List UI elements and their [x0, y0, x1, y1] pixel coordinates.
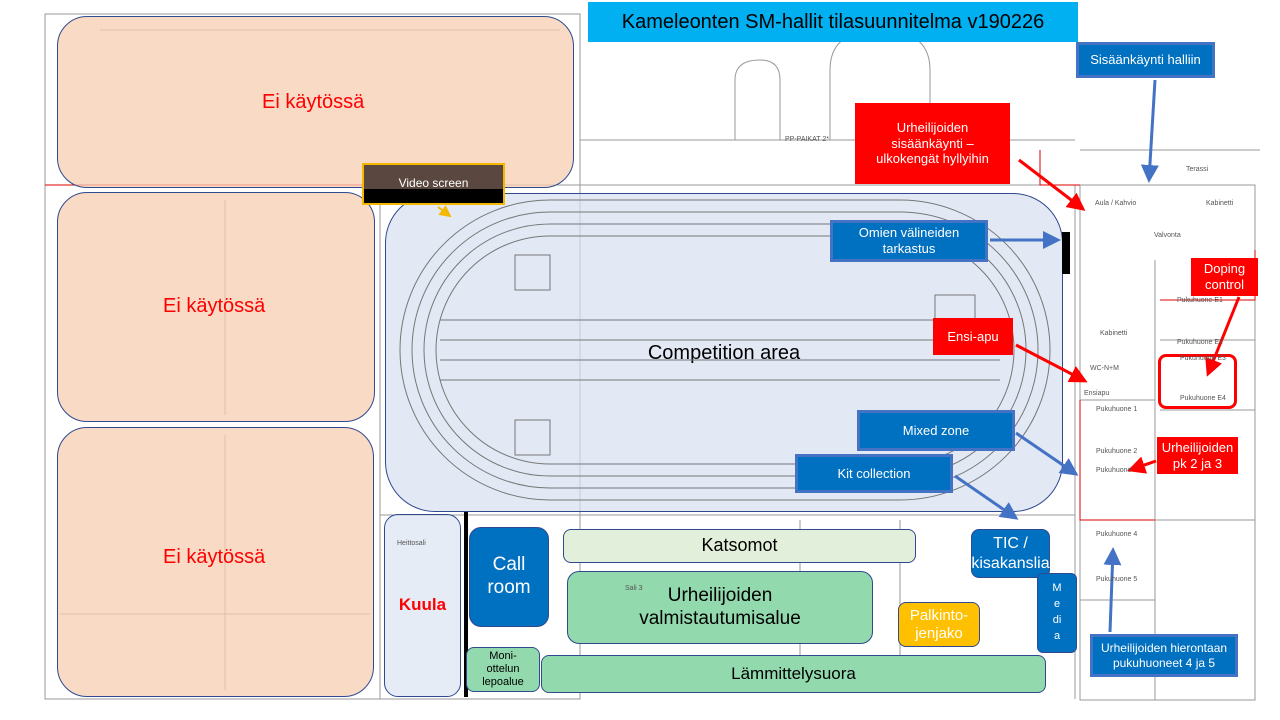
arrow-first-aid: [1015, 343, 1088, 383]
plan-label-e2: Pukuhuone E2: [1177, 339, 1223, 346]
callout-mixed-zone: Mixed zone: [857, 410, 1015, 451]
plan-label-p2: Pukuhuone 2: [1096, 448, 1138, 455]
plan-label-kabinetti: Kabinetti: [1206, 200, 1234, 207]
arrow-mixed-zone: [1015, 431, 1079, 476]
shot-put-area: Kuula: [384, 514, 461, 697]
arrow-kit-collection: [954, 474, 1019, 520]
callout-athlete-lockers: Urheilijoiden pk 2 ja 3: [1157, 437, 1238, 474]
plan-label-e3: Pukuhuone E3: [1180, 355, 1226, 362]
callout-massage-rooms: Urheilijoiden hierontaan pukuhuoneet 4 j…: [1090, 634, 1238, 677]
combined-events-rest: Moni-ottelun lepoalue: [466, 647, 540, 692]
stands: Katsomot: [563, 529, 916, 563]
plan-label-wc: WC-N+M: [1090, 365, 1119, 372]
arrow-doping-control: [1205, 296, 1241, 377]
plan-label-p3: Pukuhuone: [1096, 467, 1132, 474]
check-point-marker: [1062, 232, 1070, 274]
plan-label-valvonta: Valvonta: [1154, 232, 1181, 239]
media-area: Media: [1037, 573, 1077, 653]
unused-label-top: Ei käytössä: [262, 91, 365, 113]
unused-zone-middle: [57, 192, 375, 422]
unused-zone-bottom: [57, 427, 374, 697]
unused-zone-top: [57, 16, 574, 188]
plan-label-e1: Pukuhuone E1: [1177, 297, 1223, 304]
arrow-athletes-entrance: [1018, 158, 1086, 211]
plan-label-p1: Pukuhuone 1: [1096, 406, 1138, 413]
callout-hall-entrance: Sisäänkäynti halliin: [1076, 42, 1215, 78]
callout-kit-collection: Kit collection: [795, 454, 953, 493]
plan-label-parking: PP-PAIKAT 2*: [785, 136, 829, 143]
doping-room-outline: [1158, 354, 1237, 409]
plan-label-e4: Pukuhuone E4: [1180, 395, 1226, 402]
tic-office: TIC / kisakanslia: [971, 529, 1050, 578]
callout-equipment-check: Omien välineiden tarkastus: [830, 220, 988, 262]
unused-label-bottom: Ei käytössä: [163, 546, 266, 568]
plan-label-terassi: Terassi: [1186, 166, 1209, 173]
warmup-straight: Lämmittelysuora: [541, 655, 1046, 693]
plan-label-sali3: Sali 3: [625, 585, 643, 592]
plan-label-ensiapu: Ensiapu: [1084, 390, 1110, 397]
callout-doping-control: Doping control: [1191, 258, 1258, 296]
divider-wall: [464, 512, 468, 697]
callout-first-aid: Ensi-apu: [933, 318, 1013, 355]
call-room: Call room: [469, 527, 549, 627]
plan-label-p4: Pukuhuone 4: [1096, 531, 1138, 538]
arrow-hall-entrance: [1140, 79, 1159, 183]
athlete-prep-area: Urheilijoiden valmistautumisalue: [567, 571, 873, 644]
plan-label-heittosali: Heittosali: [397, 540, 426, 547]
award-ceremony: Palkinto-jenjako: [898, 602, 980, 647]
arrow-video-screen: [437, 205, 452, 218]
callout-athletes-entrance: Urheilijoiden sisäänkäynti – ulkokengät …: [855, 103, 1010, 184]
plan-label-aula: Aula / Kahvio: [1095, 200, 1137, 207]
video-screen-bar: [364, 189, 503, 203]
plan-label-kabinetti2: Kabinetti: [1100, 330, 1128, 337]
page-title: Kameleonten SM-hallit tilasuunnitelma v1…: [588, 2, 1078, 42]
arrow-massage-rooms: [1103, 547, 1122, 633]
unused-label-middle: Ei käytössä: [163, 295, 266, 317]
plan-label-p5: Pukuhuone 5: [1096, 576, 1138, 583]
arrow-athlete-lockers: [1127, 456, 1157, 474]
